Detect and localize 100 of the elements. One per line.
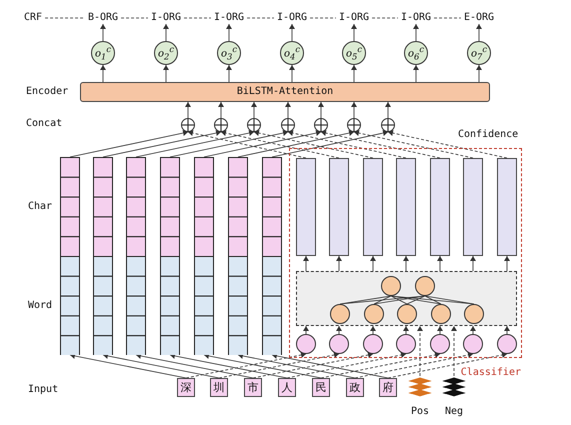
arrow <box>351 24 357 42</box>
connector-line <box>340 296 392 304</box>
feature-bar <box>329 158 349 256</box>
hidden-neuron <box>464 304 484 324</box>
embedding-column <box>60 157 80 355</box>
arrow <box>417 326 423 376</box>
sample-label: Neg <box>444 406 464 418</box>
input-neuron <box>396 334 416 354</box>
tag-label: E-ORG <box>464 12 494 24</box>
concat-circle <box>314 118 328 132</box>
embedding-column <box>160 157 180 355</box>
arrow <box>476 64 482 82</box>
arrow <box>218 102 224 118</box>
feature-bar <box>296 158 316 256</box>
row-label: Input <box>28 384 58 396</box>
character-box: 民 <box>312 378 330 397</box>
arrow <box>170 130 288 158</box>
concat-circle <box>381 118 395 132</box>
tag-label: I-ORG <box>400 12 432 24</box>
arrow <box>388 130 508 158</box>
arrow <box>163 64 169 82</box>
arrow <box>437 326 443 334</box>
arrow <box>286 352 406 378</box>
sample-label: Pos <box>410 406 430 418</box>
tag-label: I-ORG <box>276 12 308 24</box>
feature-bar <box>363 158 383 256</box>
row-label: Concat <box>26 118 62 130</box>
arrow <box>226 24 232 42</box>
character-box: 深 <box>177 378 195 397</box>
arrow <box>336 256 342 272</box>
arrow <box>370 326 376 334</box>
arrow <box>385 102 391 118</box>
hidden-neuron <box>330 304 350 324</box>
row-label: Word <box>28 300 52 312</box>
arrow <box>403 326 409 334</box>
character-box: 圳 <box>210 378 228 397</box>
concat-circle <box>181 118 195 132</box>
crf-label: CRF <box>24 12 42 24</box>
arrow <box>289 64 295 82</box>
tag-label: I-ORG <box>338 12 370 24</box>
tag-label: B-ORG <box>88 12 118 24</box>
encoder-box: BiLSTM-Attention <box>80 82 490 102</box>
arrow <box>226 64 232 82</box>
arrow <box>185 102 191 118</box>
arrow <box>285 102 291 118</box>
input-neuron <box>363 334 383 354</box>
row-label: Char <box>28 201 52 213</box>
arrow <box>218 352 340 378</box>
connector-line <box>374 296 392 304</box>
arrow <box>451 326 457 376</box>
arrow <box>272 130 388 158</box>
arrow <box>413 64 419 82</box>
hidden-neuron <box>364 304 384 324</box>
hidden-layer-box <box>296 271 517 326</box>
arrow <box>102 130 222 158</box>
arrow <box>351 102 357 118</box>
arrow <box>252 352 374 378</box>
character-box: 市 <box>244 378 262 397</box>
embedding-column <box>262 157 282 355</box>
tag-label: I-ORG <box>150 12 182 24</box>
arrow <box>70 130 188 158</box>
connector-line <box>424 296 442 304</box>
feature-bar <box>463 158 483 256</box>
arrow <box>504 326 510 334</box>
arrow <box>100 24 106 42</box>
input-neuron <box>296 334 316 354</box>
arrow <box>370 256 376 272</box>
arrow <box>318 102 324 118</box>
arrow <box>303 326 309 334</box>
arrow <box>388 352 508 378</box>
input-neuron <box>329 334 349 354</box>
arrow <box>303 256 309 272</box>
arrow <box>136 130 254 158</box>
arrow <box>470 256 476 272</box>
arrow <box>354 130 474 158</box>
row-label: Encoder <box>26 86 68 98</box>
feature-bar <box>497 158 517 256</box>
character-box: 府 <box>379 378 397 397</box>
connector-line <box>390 296 442 304</box>
embedding-column <box>228 157 248 355</box>
hidden-neuron <box>415 276 435 296</box>
hidden-neuron <box>431 304 451 324</box>
embedding-column <box>194 157 214 355</box>
arrow <box>437 256 443 272</box>
connector-line <box>390 296 408 304</box>
arrow <box>320 352 440 378</box>
arrow <box>100 64 106 82</box>
arrow <box>289 24 295 42</box>
concat-circle <box>247 118 261 132</box>
hidden-neuron <box>397 304 417 324</box>
arrow <box>288 130 406 158</box>
arrow <box>238 130 354 158</box>
arrow <box>403 256 409 272</box>
arrow <box>504 256 510 272</box>
arrow <box>254 130 374 158</box>
connector-line <box>374 296 426 304</box>
feature-bar <box>430 158 450 256</box>
arrow <box>163 24 169 42</box>
embedding-column <box>126 157 146 355</box>
concat-circle <box>214 118 228 132</box>
